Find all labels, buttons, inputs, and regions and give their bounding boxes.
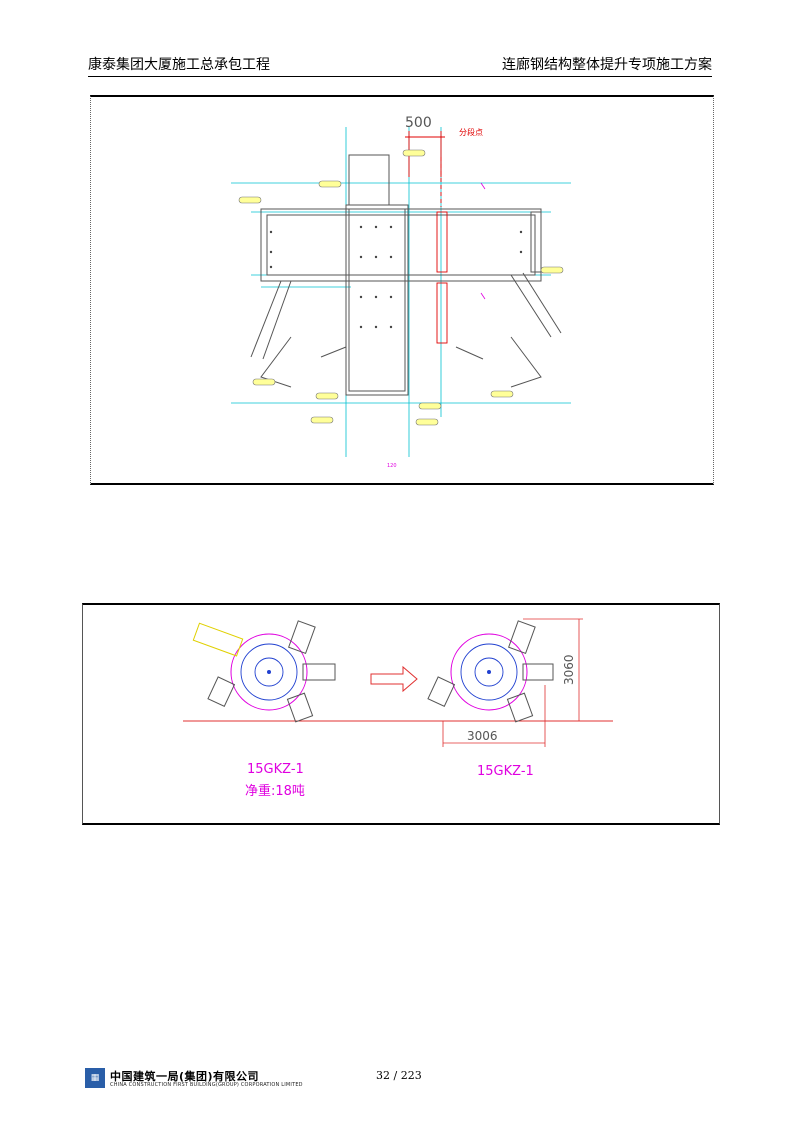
node-left <box>192 620 336 723</box>
node-right <box>427 620 554 723</box>
component-drawing: 3006 3060 15GKZ-1 净重:18吨 15GKZ-1 <box>183 618 613 799</box>
left-weight-label: 净重:18吨 <box>245 783 305 799</box>
magenta-marks <box>480 182 486 300</box>
page-footer: ▦ 中国建筑一局(集团)有限公司 CHINA CONSTRUCTION FIRS… <box>80 1064 720 1104</box>
segment-marks <box>405 131 448 344</box>
segment-point-label: 分段点 <box>459 127 483 137</box>
callout-tags <box>238 149 564 426</box>
height-dimension: 3060 <box>562 654 576 685</box>
page-number: 32 / 223 <box>376 1069 422 1082</box>
company-name-en: CHINA CONSTRUCTION FIRST BUILDING(GROUP)… <box>110 1082 303 1088</box>
plan-drawing: 500 分段点 120 <box>231 115 571 469</box>
component-figure: 3006 3060 15GKZ-1 净重:18吨 15GKZ-1 <box>82 603 720 825</box>
left-component-label: 15GKZ-1 <box>247 762 304 777</box>
page-header: 康泰集团大厦施工总承包工程 连廊钢结构整体提升专项施工方案 <box>88 57 712 77</box>
company-name: 中国建筑一局(集团)有限公司 <box>110 1070 260 1083</box>
document-title: 连廊钢结构整体提升专项施工方案 <box>502 57 712 73</box>
dimension-lines <box>442 618 583 747</box>
dimension-500: 500 <box>405 115 432 131</box>
bolt-dots <box>269 225 523 329</box>
bottom-dimension-label: 120 <box>387 463 397 469</box>
plan-drawing-figure: 500 分段点 120 <box>90 95 714 485</box>
grid-lines <box>231 127 571 457</box>
right-arrow-icon <box>370 665 418 693</box>
steel-beams <box>250 154 562 396</box>
width-dimension: 3006 <box>467 729 498 743</box>
right-component-label: 15GKZ-1 <box>477 764 534 779</box>
cscec-logo-icon: ▦ <box>85 1068 105 1088</box>
project-title: 康泰集团大厦施工总承包工程 <box>88 57 270 73</box>
